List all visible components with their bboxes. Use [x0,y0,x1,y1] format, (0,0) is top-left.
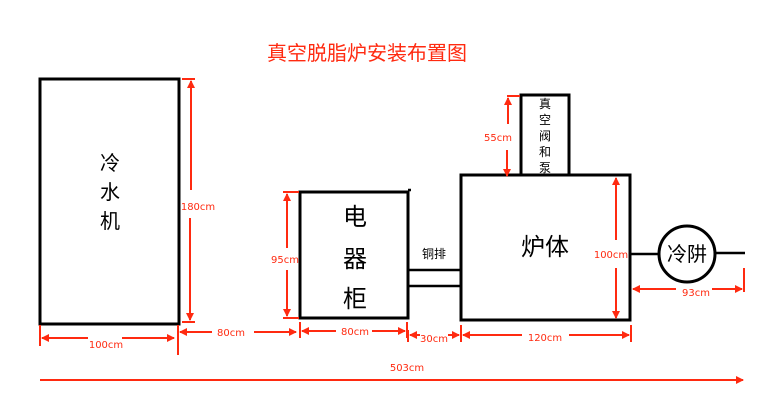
dim-furnace-height: 100cm [594,177,628,319]
cold-trap-label: 冷阱 [667,242,707,266]
vacuum-label: 泵 [539,161,551,175]
dim-gap-chiller-cabinet: 80cm [179,328,297,339]
dim-total-length: 503cm [40,363,744,384]
furnace-body: 炉体 [459,173,632,322]
vacuum-label: 真 [539,97,551,111]
dim-cold-trap: 93cm [632,268,745,299]
cabinet-label-3: 柜 [343,285,367,313]
cold-trap: 冷阱 [631,224,745,284]
dim-chiller-height: 180cm [181,78,215,323]
dim-label: 120cm [528,333,562,344]
copper-bar-label: 铜排 [422,246,446,261]
electrical-cabinet: 电 器 柜 [298,188,411,320]
cabinet-label-1: 电 [343,203,367,231]
furnace-label: 炉体 [521,233,569,261]
chiller-label-3: 机 [100,209,120,233]
copper-bar: 铜排 [409,246,460,288]
chiller-unit: 冷 水 机 [38,77,181,326]
dim-vacuum-height: 55cm [484,95,520,177]
dim-cabinet-width: 80cm [299,322,408,338]
dim-label: 100cm [594,250,628,261]
dim-label: 55cm [484,133,512,144]
diagram-title: 真空脱脂炉安装布置图 [267,41,467,65]
dim-cabinet-height: 95cm [271,191,299,319]
dim-label: 93cm [682,288,710,299]
dim-chiller-width: 100cm [39,325,179,355]
dim-label: 100cm [89,340,123,351]
chiller-label-2: 水 [100,180,120,204]
vacuum-label: 和 [539,145,551,159]
dim-label: 180cm [181,202,215,213]
dim-label: 30cm [420,334,448,345]
dim-label: 503cm [390,363,424,374]
chiller-label-1: 冷 [100,151,120,175]
dim-gap-cabinet-furnace: 30cm [407,325,462,345]
dim-furnace-width: 120cm [462,325,632,344]
dim-label: 80cm [217,328,245,339]
cabinet-label-2: 器 [343,245,367,273]
vacuum-valve-pump: 真 空 阀 和 泵 [519,93,571,177]
vacuum-label: 阀 [539,129,551,143]
vacuum-label: 空 [539,113,551,127]
dim-label: 80cm [341,327,369,338]
dim-label: 95cm [271,255,299,266]
